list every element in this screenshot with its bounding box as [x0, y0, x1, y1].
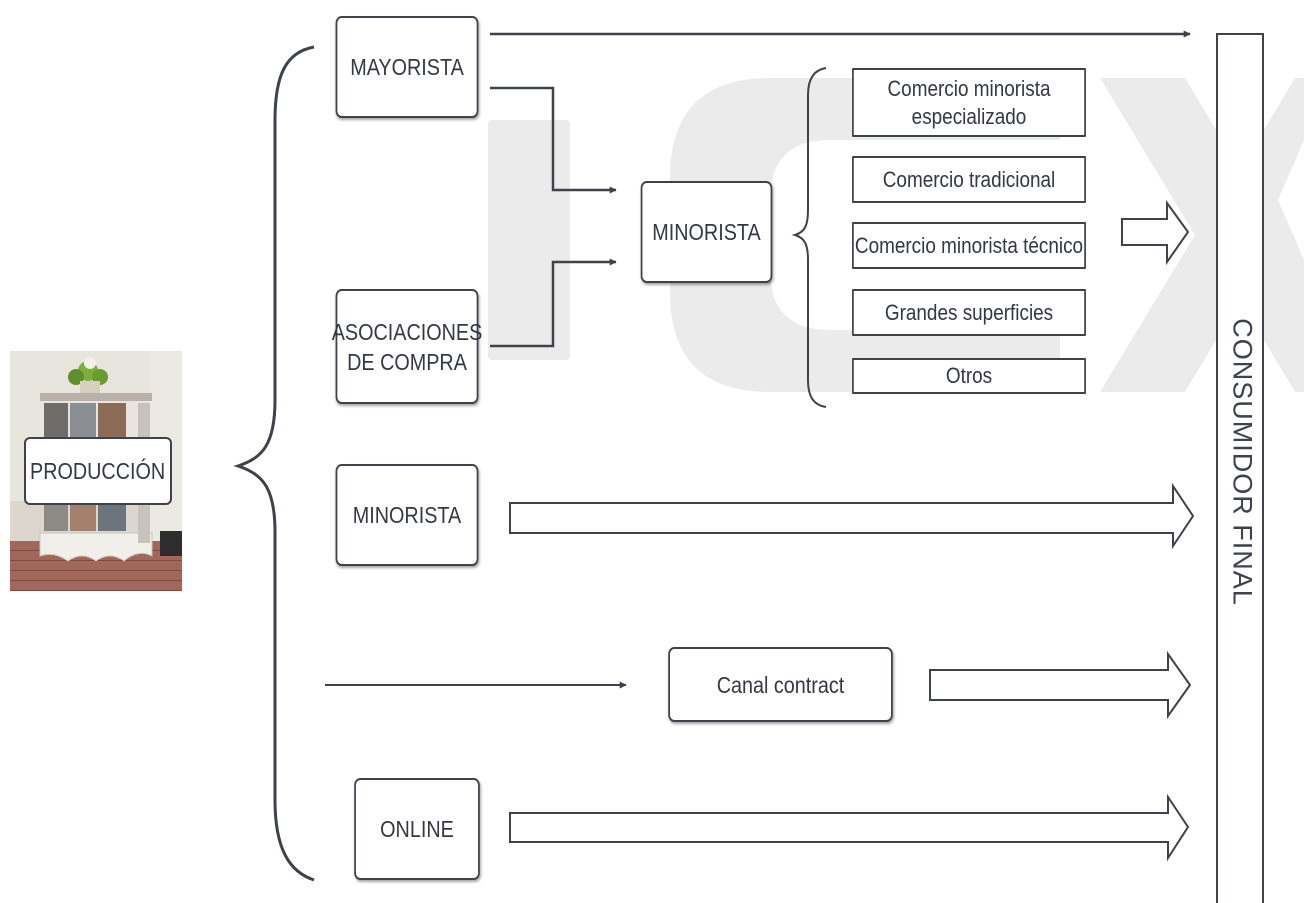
mayorista-label: MAYORISTA [350, 54, 464, 80]
online-box: ONLINE [354, 778, 480, 880]
retail-type-especializado: Comercio minorista especializado [852, 68, 1086, 137]
asociaciones-label-line2: DE COMPRA [347, 348, 467, 375]
retail-type-grandes-superficies: Grandes superficies [852, 289, 1086, 336]
minorista-mid-label: MINORISTA [652, 219, 761, 245]
retail-type-label: Otros [945, 363, 993, 388]
retail-type-label: Comercio minorista técnico [854, 232, 1084, 258]
block-arrow-online-consumer [509, 793, 1190, 862]
asociaciones-label-line1: ASOCIACIONES [331, 318, 483, 345]
online-label: ONLINE [380, 816, 454, 842]
retail-type-tecnico: Comercio minorista técnico [852, 222, 1086, 269]
retail-types-bracket [791, 67, 827, 408]
minorista-box: MINORISTA [335, 464, 479, 566]
minorista-label: MINORISTA [352, 502, 462, 528]
retail-type-label-line1: Comercio minorista [887, 75, 1051, 101]
minorista-mid-box: MINORISTA [640, 181, 773, 283]
consumer-final-box [1216, 33, 1264, 903]
production-label: PRODUCCIÓN [30, 457, 166, 484]
block-arrow-minorista-consumer [509, 482, 1195, 550]
block-arrow-retail-consumer [1121, 199, 1190, 266]
consumer-final-label: CONSUMIDOR FINAL [1227, 318, 1258, 606]
arrow-asociaciones-minorista [490, 258, 617, 348]
retail-type-label-line2: especializado [911, 103, 1027, 129]
retail-type-label: Grandes superficies [884, 299, 1054, 325]
retail-type-label: Comercio tradicional [882, 166, 1056, 192]
block-arrow-contract-consumer [929, 650, 1192, 720]
retail-type-tradicional: Comercio tradicional [852, 156, 1086, 203]
channels-bracket [233, 45, 315, 882]
asociaciones-box: ASOCIACIONES DE COMPRA [332, 289, 482, 404]
production-box: PRODUCCIÓN [24, 437, 172, 505]
arrow-mayorista-minorista [490, 86, 617, 194]
mayorista-box: MAYORISTA [335, 16, 479, 118]
canal-contract-box: Canal contract [668, 647, 893, 722]
canal-contract-label: Canal contract [716, 671, 845, 698]
retail-type-otros: Otros [852, 358, 1086, 394]
